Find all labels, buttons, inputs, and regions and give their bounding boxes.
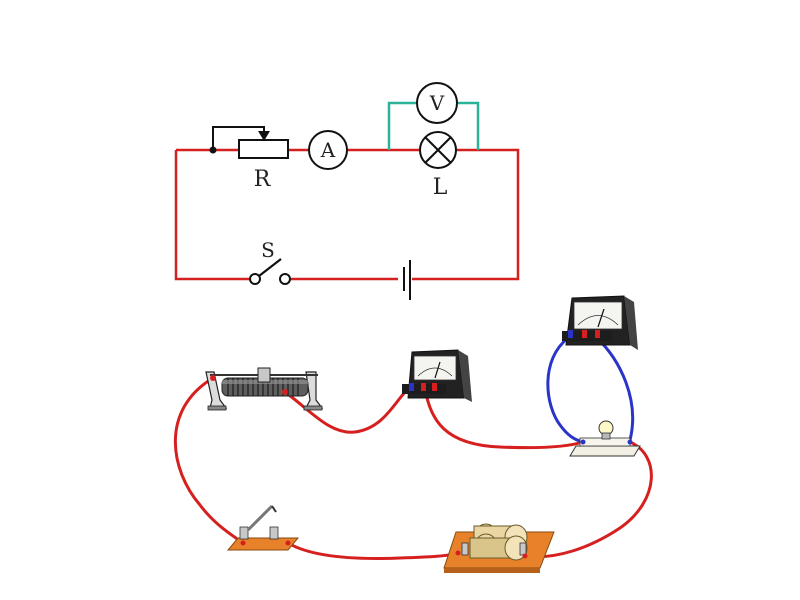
ammeter-device xyxy=(402,349,472,402)
battery-holder-device xyxy=(443,523,555,573)
voltmeter-device xyxy=(562,295,638,350)
voltmeter-letter: V xyxy=(429,91,445,115)
voltmeter-branch-wires xyxy=(387,101,480,150)
lamp-to-battery-wire xyxy=(523,440,653,559)
lamp-device xyxy=(569,420,641,457)
voltmeter-lead-right xyxy=(595,336,635,442)
rheostat-symbol: R xyxy=(209,126,289,192)
rheostat-device xyxy=(205,367,324,411)
schematic-wires xyxy=(174,148,520,281)
right-wire xyxy=(410,148,520,281)
lamp-label: L xyxy=(433,175,448,200)
physical-circuit xyxy=(173,295,653,573)
left-wire xyxy=(174,150,255,281)
voltmeter-right-lead xyxy=(457,101,480,150)
voltmeter-leads xyxy=(546,336,635,444)
switch-label: S xyxy=(261,238,275,262)
voltmeter-lead-left xyxy=(546,336,585,444)
knife-switch-device xyxy=(226,504,300,551)
schematic-diagram: R A V L S xyxy=(174,82,520,300)
ammeter-letter: A xyxy=(320,138,336,162)
switch-to-battery-wire xyxy=(286,541,460,560)
ammeter-symbol: A xyxy=(308,130,348,170)
voltmeter-left-lead xyxy=(387,101,417,150)
voltmeter-symbol: V xyxy=(416,82,458,124)
ammeter-to-lamp-wire xyxy=(423,386,585,450)
lamp-symbol: L xyxy=(419,131,457,200)
rheostat-to-switch-wire xyxy=(173,376,245,545)
rheostat-label: R xyxy=(254,167,272,192)
battery-symbol xyxy=(398,260,412,300)
switch-symbol: S xyxy=(249,238,291,285)
physical-wires xyxy=(173,376,653,560)
